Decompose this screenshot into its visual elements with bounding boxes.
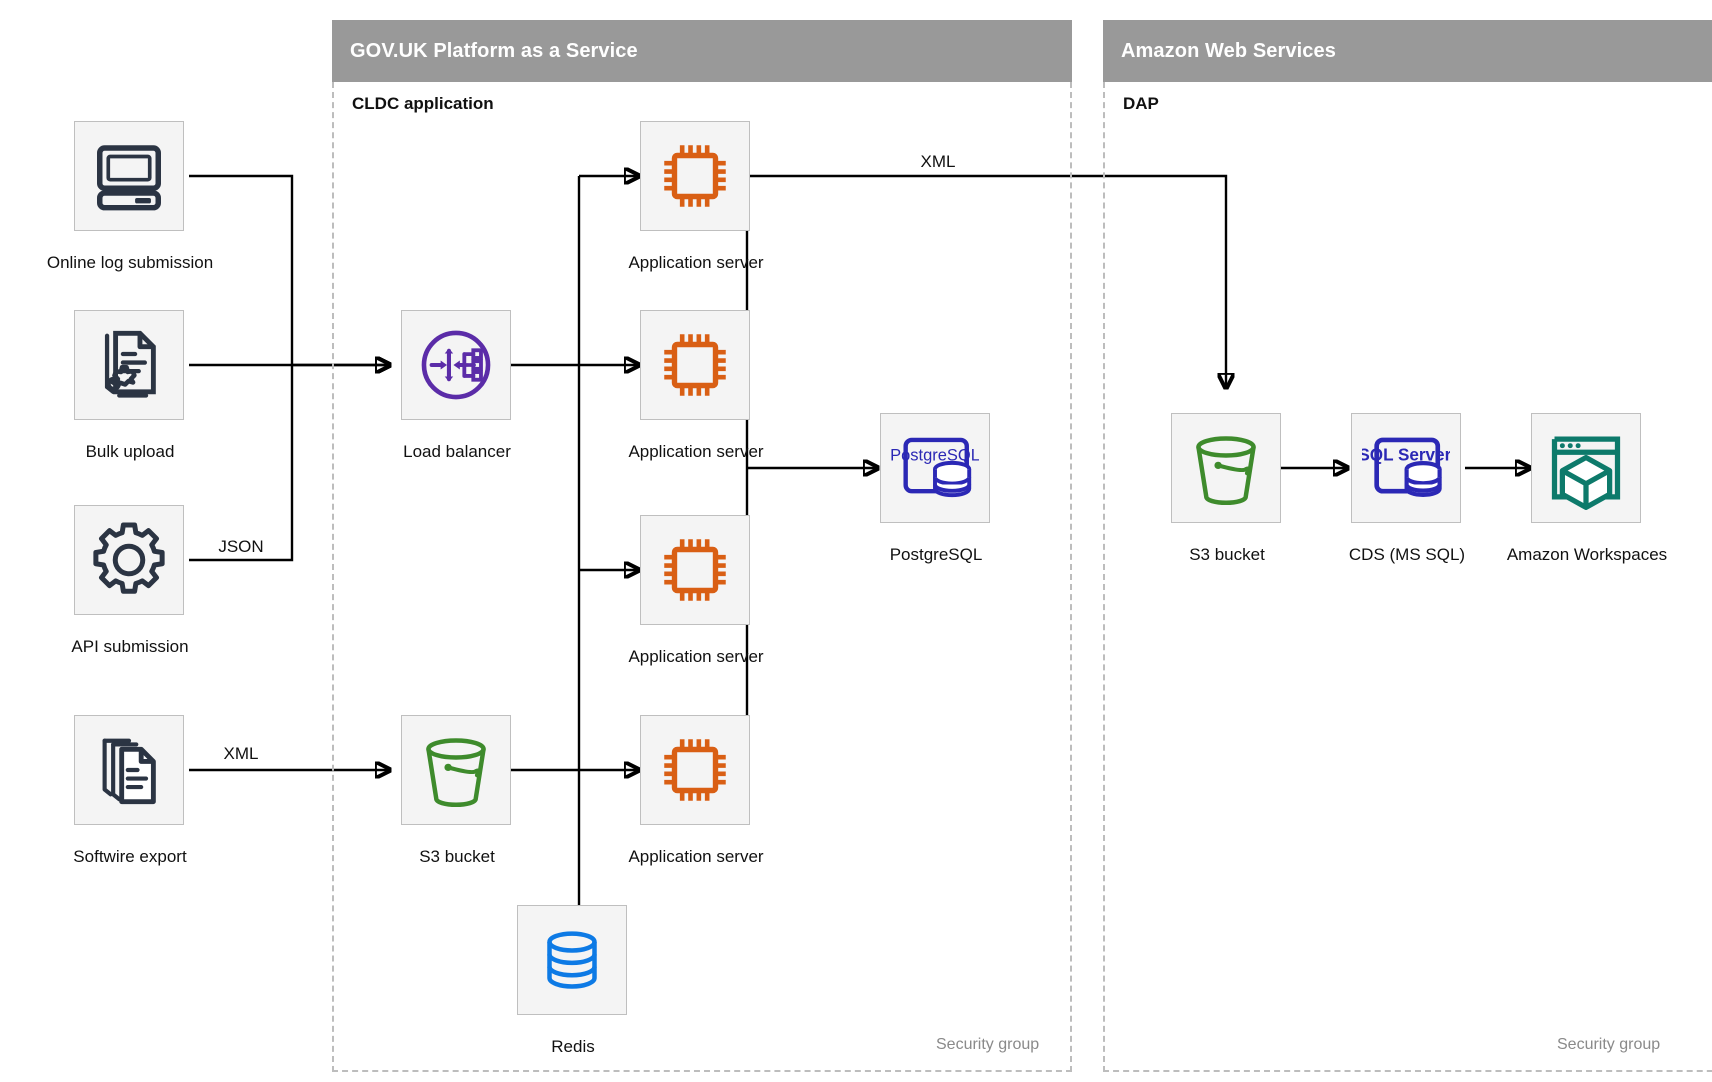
node-softwire-export[interactable] [74,715,184,825]
edge-label-xml-app-to-s3: XML [916,152,960,172]
zone-header-paas-title: GOV.UK Platform as a Service [350,39,638,62]
node-cds-ms-sql[interactable]: SQL Server [1351,413,1461,523]
sql-server-icon-text: SQL Server [1362,446,1450,465]
wire-api-to-bus [189,365,294,562]
node-bulk-upload[interactable] [74,310,184,420]
bucket-icon [1184,426,1268,510]
security-group-label-aws: Security group [1557,1036,1661,1053]
node-app-server-3[interactable] [640,515,750,625]
cpu-chip-icon [654,135,736,217]
postgresql-icon-text: PostgreSQL [891,447,979,465]
label-amazon-workspaces: Amazon Workspaces [1506,545,1668,564]
load-balancer-icon [415,324,497,406]
node-amazon-workspaces[interactable] [1531,413,1641,523]
label-load-balancer: Load balancer [403,442,511,461]
label-postgresql: PostgreSQL [889,545,983,564]
node-postgresql[interactable]: PostgreSQL [880,413,990,523]
label-cds-ms-sql: CDS (MS SQL) [1348,545,1466,564]
edge-label-json: JSON [214,537,268,557]
node-load-balancer[interactable] [401,310,511,420]
desktop-computer-icon [90,137,168,215]
postgresql-icon: PostgreSQL [891,424,979,512]
label-s3-bucket-aws: S3 bucket [1189,545,1265,564]
workspaces-cube-icon [1544,426,1628,510]
database-icon [536,924,608,996]
edge-label-xml-softwire: XML [219,744,263,764]
label-app-server-1: Application server [628,253,764,272]
label-app-server-2: Application server [628,442,764,461]
cpu-chip-icon [654,729,736,811]
sub-label-dap: DAP [1123,94,1159,113]
label-app-server-3: Application server [628,647,764,666]
gear-icon [89,520,169,600]
node-api-submission[interactable] [74,505,184,615]
document-stack-icon [90,731,168,809]
zone-header-aws-title: Amazon Web Services [1121,39,1336,62]
node-s3-bucket-paas[interactable] [401,715,511,825]
label-redis: Redis [551,1037,595,1056]
label-s3-bucket-paas: S3 bucket [419,847,495,866]
cpu-chip-icon [654,529,736,611]
node-app-server-4[interactable] [640,715,750,825]
security-group-aws [1103,82,1712,1072]
node-app-server-1[interactable] [640,121,750,231]
document-gear-icon [90,326,168,404]
label-bulk-upload: Bulk upload [85,442,175,461]
security-group-label-paas: Security group [936,1036,1040,1053]
sub-label-cldc-application: CLDC application [352,94,494,113]
label-online-log-submission: Online log submission [46,253,214,272]
node-online-log-submission[interactable] [74,121,184,231]
sql-server-icon: SQL Server [1362,424,1450,512]
label-app-server-4: Application server [628,847,764,866]
cpu-chip-icon [654,324,736,406]
node-redis[interactable] [517,905,627,1015]
zone-header-aws: Amazon Web Services [1103,20,1712,82]
node-app-server-2[interactable] [640,310,750,420]
label-softwire-export: Softwire export [73,847,187,866]
label-api-submission: API submission [71,637,189,656]
zone-header-paas: GOV.UK Platform as a Service [332,20,1072,82]
bucket-icon [414,728,498,812]
security-group-paas [332,82,1072,1072]
node-s3-bucket-aws[interactable] [1171,413,1281,523]
